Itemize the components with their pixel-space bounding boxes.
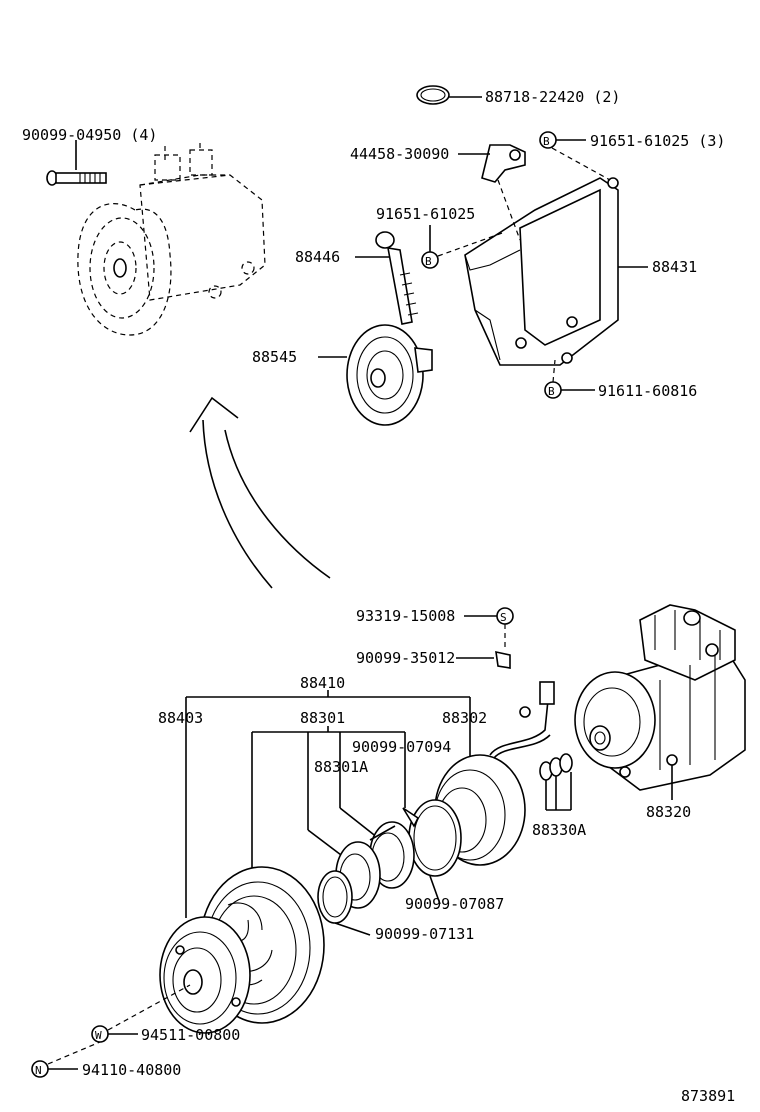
label-90099-07094: 90099-07094	[352, 738, 451, 756]
leaders-88301	[251, 726, 406, 870]
label-94511-00800: 94511-00800	[141, 1026, 240, 1044]
marker-w: W	[91, 984, 191, 1043]
label-88410: 88410	[300, 674, 345, 692]
direction-arrow	[189, 396, 331, 589]
label-88431: 88431	[652, 258, 697, 276]
o-ring-88718	[416, 85, 482, 105]
svg-text:B: B	[548, 385, 555, 398]
label-90099-07087: 90099-07087	[405, 895, 504, 913]
diagram-id: 873891	[681, 1087, 735, 1105]
snap-ring-90099-07087	[402, 799, 462, 905]
bracket-44458	[458, 144, 526, 241]
label-93319-15008: 93319-15008	[356, 607, 455, 625]
marker-b-3: B	[544, 359, 595, 399]
label-91651-61025: 91651-61025	[376, 205, 475, 223]
svg-text:B: B	[543, 135, 550, 148]
pressure-plate-88403	[159, 916, 251, 1034]
label-91651-61025-3: 91651-61025 (3)	[590, 132, 725, 150]
label-90099-35012: 90099-35012	[356, 649, 455, 667]
svg-text:N: N	[35, 1064, 42, 1077]
svg-text:W: W	[95, 1029, 102, 1042]
label-88403: 88403	[158, 709, 203, 727]
label-88301A: 88301A	[314, 758, 368, 776]
pulley-88545	[318, 324, 433, 426]
bolt-88446	[355, 231, 419, 325]
shims-88330A	[539, 753, 573, 811]
compressor-overview	[46, 140, 266, 336]
bracket-88431	[464, 177, 648, 366]
label-88301: 88301	[300, 709, 345, 727]
svg-text:B: B	[425, 255, 432, 268]
label-88718-22420: 88718-22420 (2)	[485, 88, 620, 106]
label-88446: 88446	[295, 248, 340, 266]
group-88410-bracket	[185, 690, 471, 703]
marker-b-1: B	[539, 131, 611, 181]
snap-ring-90099-07131	[317, 870, 371, 936]
label-90099-04950: 90099-04950 (4)	[22, 126, 157, 144]
label-88545: 88545	[252, 348, 297, 366]
label-88320: 88320	[646, 803, 691, 821]
clip-90099-35012	[456, 650, 511, 669]
compressor-88320	[574, 604, 746, 800]
label-90099-07131: 90099-07131	[375, 925, 474, 943]
label-94110-40800: 94110-40800	[82, 1061, 181, 1079]
label-88330A: 88330A	[532, 821, 586, 839]
label-88302: 88302	[442, 709, 487, 727]
marker-b-2: B	[421, 225, 506, 269]
marker-n: N	[31, 1041, 101, 1078]
svg-text:S: S	[500, 611, 507, 624]
marker-s: S	[464, 607, 514, 650]
label-91611-60816: 91611-60816	[598, 382, 697, 400]
label-44458-30090: 44458-30090	[350, 145, 449, 163]
